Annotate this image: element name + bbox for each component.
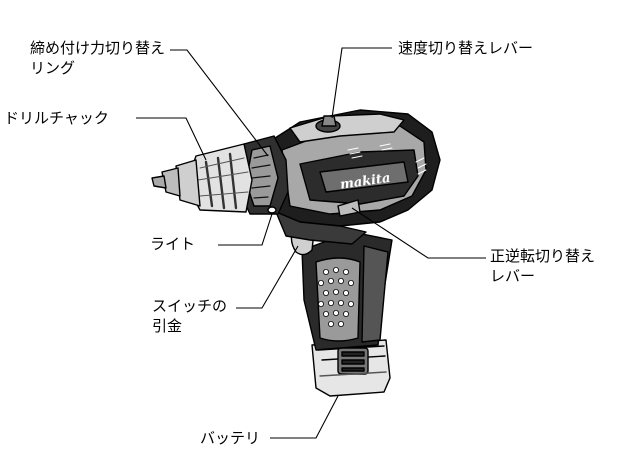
label-reverse-lever-line1: 正逆転切り替え bbox=[490, 247, 596, 265]
leader-torque-ring bbox=[170, 49, 269, 157]
label-torque-ring-line1: 締め付け力切り替え bbox=[30, 39, 166, 57]
label-reverse-lever: 正逆転切り替え レバー bbox=[490, 246, 595, 286]
label-chuck: ドリルチャック bbox=[4, 109, 109, 127]
drill-chuck bbox=[151, 143, 253, 213]
torque-ring bbox=[237, 135, 289, 215]
brand-logo: makita bbox=[339, 171, 391, 193]
leader-light bbox=[218, 213, 273, 246]
label-speed-lever: 速度切り替えレバー bbox=[398, 39, 534, 57]
label-battery: バッテリ bbox=[200, 429, 261, 447]
battery-pack bbox=[311, 339, 391, 397]
speed-switch bbox=[315, 115, 341, 133]
label-trigger-line1: スイッチの bbox=[152, 297, 228, 315]
leader-reverse-lever bbox=[351, 207, 486, 259]
label-trigger: スイッチの 引金 bbox=[152, 296, 227, 336]
label-trigger-line2: 引金 bbox=[152, 317, 183, 335]
reverse-lever bbox=[337, 199, 361, 217]
label-reverse-lever-line2: レバー bbox=[490, 267, 536, 285]
grip-dots bbox=[317, 266, 354, 327]
leader-chuck bbox=[136, 117, 207, 161]
label-torque-ring-line2: リング bbox=[30, 59, 76, 77]
leader-lines bbox=[136, 47, 486, 439]
body-housing bbox=[265, 109, 441, 245]
leader-speed-lever bbox=[331, 47, 392, 119]
drill-illustration bbox=[151, 109, 441, 397]
label-torque-ring: 締め付け力切り替え リング bbox=[30, 38, 165, 78]
leader-trigger bbox=[236, 245, 299, 309]
label-light: ライト bbox=[150, 235, 196, 253]
leader-battery bbox=[270, 395, 339, 439]
led-light bbox=[267, 206, 277, 214]
